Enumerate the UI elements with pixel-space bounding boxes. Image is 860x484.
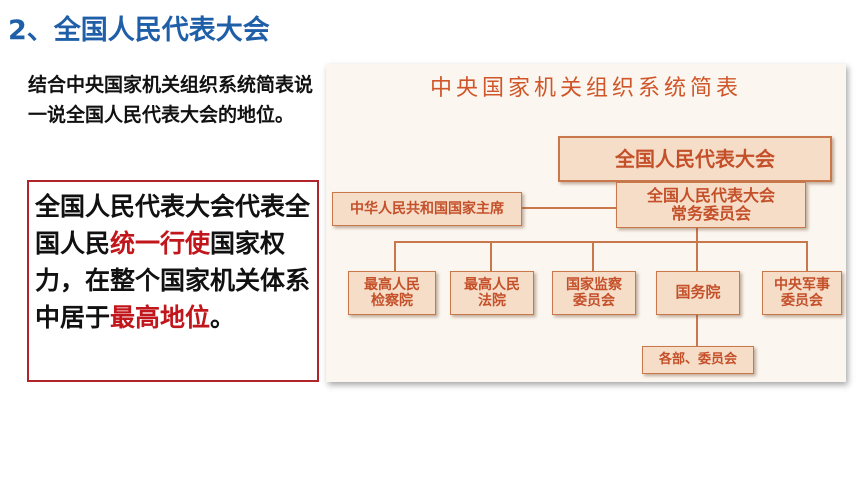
connector-horizontal-bus	[394, 241, 806, 243]
node-supervision: 国家监察 委员会	[552, 271, 636, 315]
org-chart-title: 中央国家机关组织系统简表	[429, 76, 742, 101]
node-ministries-label: 各部、委员会	[658, 351, 737, 367]
node-supervision-line1: 国家监察	[566, 276, 622, 293]
node-supervision-line2: 委员会	[573, 293, 615, 309]
answer-text-part1: 全国人民代表大会代表全国人民	[35, 192, 311, 258]
answer-highlight-supreme: 最高地位	[110, 303, 211, 332]
answer-box: 全国人民代表大会代表全国人民统一行使国家权力，在整个国家机关体系中居于最高地位。	[27, 180, 319, 382]
connector-military	[806, 241, 808, 271]
node-military-line1: 中央军事	[774, 276, 830, 293]
node-court: 最高人民 法院	[450, 271, 534, 315]
connector-ministries	[696, 312, 698, 346]
connector-president	[522, 207, 618, 209]
node-military-commission: 中央军事 委员会	[762, 271, 842, 315]
slide-title: 2、全国人民代表大会	[8, 15, 270, 46]
node-president-label: 中华人民共和国国家主席	[350, 200, 504, 217]
node-president: 中华人民共和国国家主席	[332, 192, 522, 226]
node-procuratorate-line2: 检察院	[371, 293, 413, 309]
node-npc-label: 全国人民代表大会	[615, 146, 775, 171]
node-court-line1: 最高人民	[464, 276, 520, 293]
answer-text-end: 。	[210, 303, 236, 332]
node-military-line2: 委员会	[781, 293, 823, 309]
node-state-council: 国务院	[656, 271, 740, 315]
node-standing-committee: 全国人民代表大会 常务委员会	[616, 182, 806, 228]
node-procuratorate-line1: 最高人民	[364, 276, 420, 293]
answer-text-part2: 国家权力，在整个国家机关体系中居于	[35, 229, 311, 332]
node-state-council-label: 国务院	[675, 283, 721, 302]
connector-court	[490, 241, 492, 271]
node-procuratorate: 最高人民 检察院	[348, 271, 436, 315]
node-court-line2: 法院	[478, 293, 506, 309]
node-ministries: 各部、委员会	[642, 346, 754, 374]
connector-state-council	[696, 241, 698, 271]
node-npc: 全国人民代表大会	[558, 136, 832, 182]
answer-highlight-unified: 统一行使	[110, 229, 211, 258]
node-standing-committee-line1: 全国人民代表大会	[646, 185, 775, 205]
node-standing-committee-line2: 常务委员会	[670, 204, 751, 223]
question-text: 结合中央国家机关组织系统简表说一说全国人民代表大会的地位。	[28, 74, 314, 126]
org-chart-panel: 中央国家机关组织系统简表 全国人民代表大会 全国人民代表大会 常务委员会 中华人…	[326, 64, 846, 382]
connector-supervision	[592, 241, 594, 271]
connector-trunk	[696, 226, 698, 242]
connector-procuratorate	[394, 241, 396, 271]
